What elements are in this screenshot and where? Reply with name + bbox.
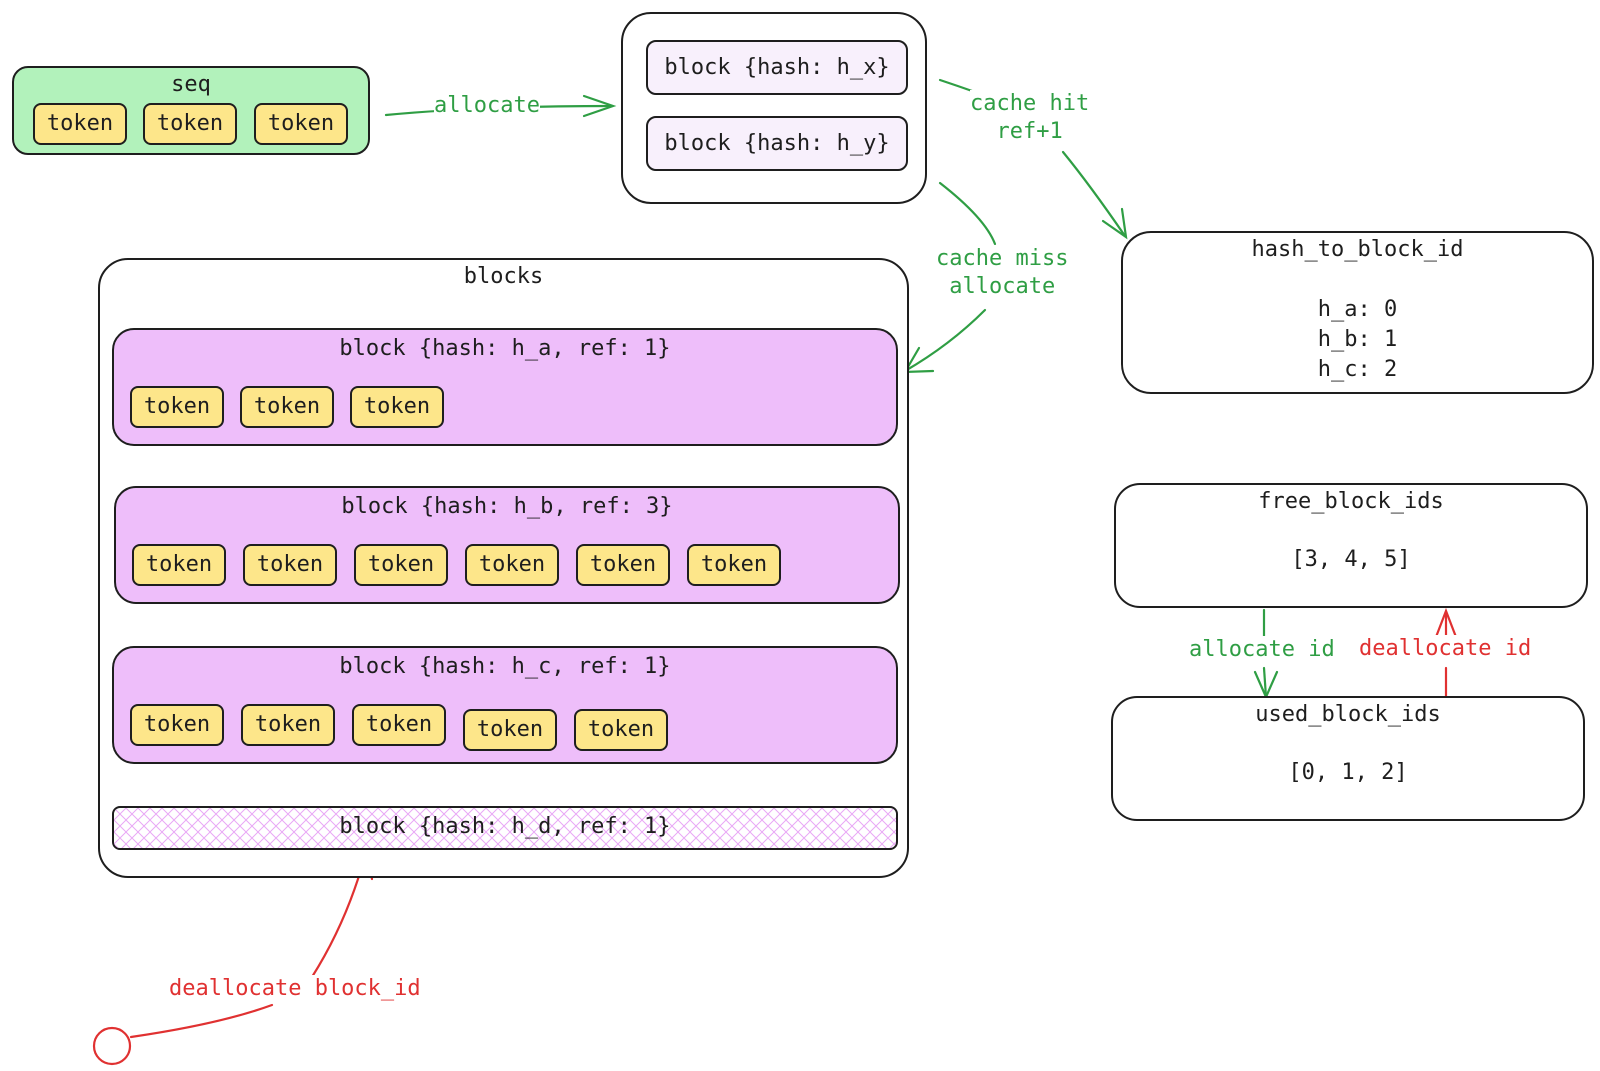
- seq-title: seq: [171, 72, 211, 97]
- cache-hit-label: cache hit ref+1: [970, 90, 1090, 146]
- seq-token: token: [143, 103, 237, 145]
- free-block-ids-value: [3, 4, 5]: [1291, 547, 1411, 572]
- allocate-label: allocate: [434, 92, 540, 120]
- blocks-container: blocks block {hash: h_a, ref: 1} token t…: [98, 258, 909, 878]
- seq-container: seq token token token: [12, 66, 370, 155]
- block-token: token: [574, 709, 668, 751]
- block-token: token: [354, 544, 448, 586]
- block-token: token: [130, 704, 224, 746]
- seq-token: token: [33, 103, 127, 145]
- block-label: block {hash: h_b, ref: 3}: [341, 494, 673, 519]
- used-block-ids-title: used_block_ids: [1255, 702, 1441, 727]
- cache-hit-ref-line: ref+1: [996, 119, 1063, 144]
- deallocate-block-id-arrow: [92, 846, 374, 1066]
- block-token: token: [350, 386, 444, 428]
- block-token: token: [243, 544, 337, 586]
- block-token: token: [576, 544, 670, 586]
- incoming-block-hx: block {hash: h_x}: [646, 40, 908, 95]
- used-block-ids-value: [0, 1, 2]: [1288, 760, 1408, 785]
- incoming-block-hy: block {hash: h_y}: [646, 116, 908, 171]
- block-h-b: block {hash: h_b, ref: 3} token token to…: [114, 486, 900, 604]
- free-block-ids-box: free_block_ids [3, 4, 5]: [1114, 483, 1588, 608]
- blocks-title: blocks: [463, 264, 544, 289]
- cache-miss-allocate-line: allocate: [949, 274, 1056, 299]
- cache-miss-label: cache miss allocate: [936, 245, 1069, 301]
- hash-to-block-id-box: hash_to_block_id h_a: 0 h_b: 1 h_c: 2: [1121, 231, 1594, 394]
- deallocate-id-arrow: [1434, 607, 1458, 698]
- block-token: token: [240, 386, 334, 428]
- cache-hit-line: cache hit: [970, 91, 1090, 116]
- block-token: token: [463, 709, 557, 751]
- seq-token: token: [254, 103, 348, 145]
- block-token: token: [687, 544, 781, 586]
- block-token: token: [132, 544, 226, 586]
- block-label: block {hash: h_a, ref: 1}: [339, 336, 671, 361]
- hash-entry: h_a: 0: [1317, 297, 1398, 322]
- block-token: token: [130, 386, 224, 428]
- incoming-blocks-container: block {hash: h_x} block {hash: h_y}: [621, 12, 927, 204]
- hash-entry: h_b: 1: [1317, 327, 1398, 352]
- block-h-d: block {hash: h_d, ref: 1}: [112, 806, 898, 850]
- free-block-ids-title: free_block_ids: [1258, 489, 1444, 514]
- block-token: token: [465, 544, 559, 586]
- block-label: block {hash: h_c, ref: 1}: [339, 654, 671, 679]
- block-token: token: [241, 704, 335, 746]
- block-h-c: block {hash: h_c, ref: 1} token token to…: [112, 646, 898, 764]
- cache-miss-line: cache miss: [936, 246, 1069, 271]
- block-h-a: block {hash: h_a, ref: 1} token token to…: [112, 328, 898, 446]
- deallocate-start-circle: [92, 1026, 132, 1066]
- block-label: block {hash: h_d, ref: 1}: [339, 814, 671, 839]
- block-token: token: [352, 704, 446, 746]
- deallocate-id-label: deallocate id: [1359, 635, 1532, 663]
- hatch-fill: [114, 808, 896, 848]
- used-block-ids-box: used_block_ids [0, 1, 2]: [1111, 696, 1585, 821]
- allocate-id-label: allocate id: [1189, 636, 1335, 664]
- hash-entry: h_c: 2: [1317, 357, 1398, 382]
- hash-to-block-id-title: hash_to_block_id: [1251, 237, 1464, 262]
- deallocate-block-id-label: deallocate block_id: [169, 975, 421, 1003]
